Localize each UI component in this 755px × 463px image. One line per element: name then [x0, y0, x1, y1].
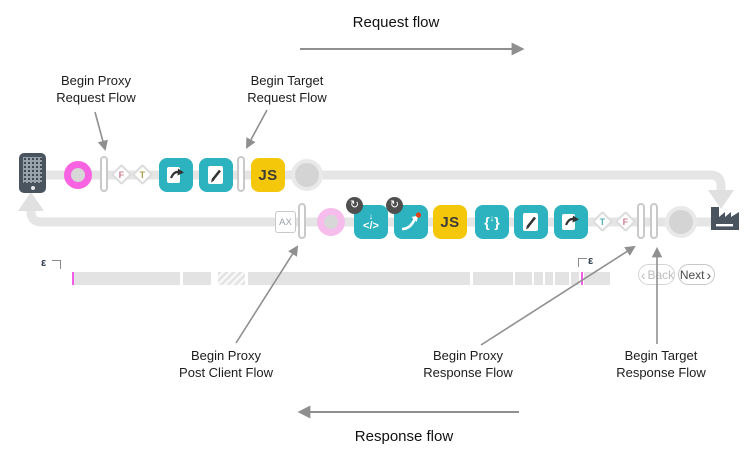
proxy-request-flow-marker[interactable]: [100, 156, 108, 192]
label-line: Response Flow: [616, 365, 706, 380]
condition-letter: F: [622, 216, 629, 227]
callout-policy-icon[interactable]: [159, 158, 193, 192]
timeline-segment: [584, 272, 610, 285]
phone-screen: [23, 157, 42, 183]
label-line: Begin Proxy: [432, 348, 504, 363]
ax-label: AX: [279, 216, 292, 228]
condition-letter: T: [139, 169, 146, 180]
extract-variables-policy-icon[interactable]: { ↓ }: [475, 205, 509, 239]
condition-diamond-false[interactable]: F: [614, 210, 637, 233]
js-label: JS: [440, 213, 460, 231]
request-endpoint-circle[interactable]: [295, 163, 319, 187]
target-response-flow-marker[interactable]: [650, 203, 658, 239]
back-button[interactable]: ‹ Back: [638, 264, 675, 285]
arrow-to-target-request-marker: [246, 109, 268, 149]
replay-badge-icon: ↻: [386, 197, 403, 214]
route-arrow-icon: [401, 212, 422, 231]
replay-glyph: ↻: [389, 199, 400, 211]
label-begin-target-request-flow: Begin Target Request Flow: [247, 72, 326, 106]
epsilon-left-label: ε: [41, 257, 47, 269]
timeline-segment: [515, 272, 532, 285]
label-begin-proxy-request-flow: Begin Proxy Request Flow: [56, 72, 135, 106]
javascript-policy-icon[interactable]: JS: [433, 205, 467, 239]
label-line: Post Client Flow: [179, 365, 273, 380]
request-flow-label: Request flow: [352, 14, 440, 31]
timeline-segment: [473, 272, 513, 285]
response-endpoint-circle[interactable]: [669, 210, 693, 234]
arrow-to-post-client-marker: [235, 245, 299, 344]
label-line: Begin Proxy: [190, 348, 262, 363]
timeline-segment: [534, 272, 543, 285]
assign-message-policy-icon[interactable]: [514, 205, 548, 239]
code-glyph: </>: [363, 220, 379, 232]
label-line: Request Flow: [56, 90, 136, 105]
brace-close: }: [494, 214, 500, 230]
timeline-bar[interactable]: [72, 272, 610, 285]
next-button-label: Next: [679, 267, 705, 282]
timeline-segment: [571, 272, 579, 285]
proxy-response-flow-marker[interactable]: [637, 203, 645, 239]
post-client-flow-marker[interactable]: [298, 203, 306, 239]
condition-diamond-false[interactable]: F: [110, 163, 133, 186]
replay-badge-icon: ↻: [346, 197, 363, 214]
client-phone-icon[interactable]: [19, 153, 46, 193]
paper-arrow-icon: [562, 214, 579, 230]
label-line: Begin Proxy: [60, 73, 132, 88]
response-start-circle[interactable]: [317, 208, 345, 236]
pencil-icon: [208, 166, 223, 184]
js-label: JS: [258, 166, 278, 184]
assign-message-policy-icon[interactable]: [199, 158, 233, 192]
chevron-right-icon: ›: [706, 266, 712, 283]
callout-policy-icon[interactable]: [554, 205, 588, 239]
timeline-segment-hatched: [218, 272, 245, 285]
label-line: Begin Target: [250, 73, 324, 88]
target-request-flow-marker[interactable]: [237, 156, 245, 192]
javascript-policy-icon[interactable]: JS: [251, 158, 285, 192]
pencil-icon: [523, 213, 538, 231]
bracket-left-icon: [52, 260, 61, 269]
timeline-segment: [555, 272, 569, 285]
timeline-segment: [248, 272, 470, 285]
response-track-arrowhead: [18, 192, 44, 211]
arrow-to-proxy-request-marker: [94, 111, 108, 152]
analytics-ax-marker[interactable]: AX: [275, 211, 296, 233]
chevron-left-icon: ‹: [640, 266, 646, 283]
condition-letter: F: [118, 169, 125, 180]
back-button-label: Back: [647, 267, 675, 282]
timeline-tick: [72, 272, 74, 285]
label-begin-target-response-flow: Begin Target Response Flow: [616, 347, 706, 381]
timeline-segment: [72, 272, 180, 285]
condition-diamond-true[interactable]: T: [131, 163, 154, 186]
target-server-factory-icon[interactable]: [710, 203, 740, 236]
factory-icon: [711, 207, 739, 230]
timeline-segment: [183, 272, 211, 285]
replay-glyph: ↻: [349, 199, 360, 211]
condition-letter: T: [599, 216, 606, 227]
condition-diamond-true[interactable]: T: [591, 210, 614, 233]
label-line: Request Flow: [247, 90, 327, 105]
label-begin-proxy-response-flow: Begin Proxy Response Flow: [423, 347, 513, 381]
response-flow-label: Response flow: [354, 428, 454, 445]
next-button[interactable]: Next ›: [678, 264, 715, 285]
label-begin-proxy-post-client-flow: Begin Proxy Post Client Flow: [179, 347, 273, 381]
label-line: Response Flow: [423, 365, 513, 380]
paper-arrow-icon: [167, 167, 184, 183]
phone-home-button: [30, 186, 35, 190]
epsilon-right-label: ε: [588, 255, 594, 267]
arrow-to-proxy-response-marker: [480, 245, 636, 346]
label-line: Begin Target: [624, 348, 698, 363]
timeline-segment: [545, 272, 553, 285]
bracket-right-icon: [578, 258, 587, 267]
flow-start-circle[interactable]: [64, 161, 92, 189]
timeline-tick: [581, 272, 583, 285]
